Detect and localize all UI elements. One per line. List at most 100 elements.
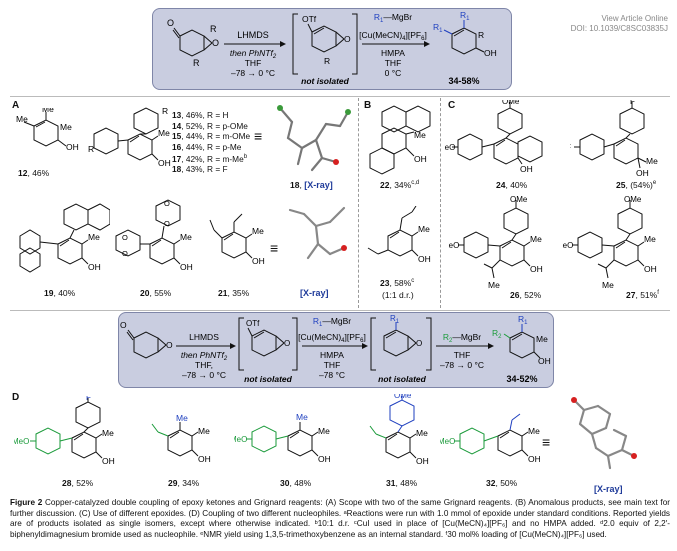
svg-text:OH: OH	[88, 262, 101, 272]
caption-text: Copper-catalyzed double coupling of epox…	[10, 498, 670, 539]
compound-21-label: 21, 35%	[218, 288, 250, 298]
panel-a-label: A	[12, 100, 20, 111]
then-phntf2-label: then PhNTf2	[230, 48, 277, 60]
product-r1-left: R1	[433, 22, 443, 34]
svg-text:MeO: MeO	[562, 241, 573, 250]
svg-text:Me: Me	[180, 232, 192, 242]
product-r-label: R	[478, 30, 484, 40]
equiv-sign-a: ≡	[254, 128, 262, 144]
svg-text:OH: OH	[530, 264, 543, 274]
svg-text:MeO: MeO	[440, 437, 455, 446]
svg-text:OH: OH	[198, 454, 211, 464]
compound-23-label: 23, 58%c	[380, 278, 415, 288]
svg-text:LHMDS: LHMDS	[189, 332, 219, 342]
compound-25-structure: F F Me OH	[570, 100, 658, 178]
svg-text:R2: R2	[492, 328, 502, 340]
svg-text:not isolated: not isolated	[378, 374, 427, 384]
compound-30-structure: Me MeO Me OH	[234, 412, 330, 464]
svg-text:Me: Me	[644, 234, 656, 244]
svg-text:OH: OH	[538, 356, 551, 366]
compound-31-structure: OMe Me OH	[369, 394, 429, 466]
separator-ab	[358, 98, 359, 308]
not-isolated-label-top: not isolated	[301, 76, 350, 86]
svg-text:F: F	[630, 100, 635, 106]
intermediate-r-label: R	[324, 56, 330, 66]
thf-label-top: THF	[385, 58, 402, 68]
compound-19-label: 19, 40%	[44, 288, 76, 298]
compound-23-structure: Me OH	[367, 206, 431, 264]
svg-text:R1: R1	[390, 314, 400, 325]
svg-text:R1: R1	[518, 314, 528, 326]
separator-bc	[440, 98, 441, 308]
svg-text:R: R	[162, 106, 168, 116]
r-label-2: R	[210, 24, 217, 34]
svg-text:Me: Me	[16, 114, 28, 124]
svg-text:OMe: OMe	[502, 100, 520, 106]
cu-catalyst-label-top: [Cu(MeCN)4][PF6]	[359, 30, 427, 42]
list-item: 16, 44%, R = p-Me	[172, 141, 242, 152]
panel-d-label: D	[12, 392, 20, 403]
svg-text:OH: OH	[252, 256, 265, 266]
separator-top	[10, 96, 670, 97]
r-group-list: 13, 46%, R = H 14, 52%, R = p-OMe 15, 44…	[172, 110, 250, 175]
compound-29-structure: Me Me OH	[151, 413, 211, 464]
svg-text:O: O	[120, 320, 127, 330]
epoxide-o-label: O	[212, 38, 219, 48]
svg-text:then PhNTf2: then PhNTf2	[181, 350, 228, 362]
temp-label-1: –78 → 0 °C	[231, 68, 275, 78]
svg-text:MeO: MeO	[14, 437, 29, 446]
svg-text:O: O	[284, 339, 290, 348]
thf-label-1: THF	[245, 58, 262, 68]
svg-text:Me: Me	[602, 280, 614, 288]
svg-text:Me: Me	[418, 224, 430, 234]
svg-text:O: O	[166, 340, 173, 350]
xray-21-structure	[288, 206, 347, 260]
svg-text:Me: Me	[60, 122, 72, 132]
svg-text:O: O	[164, 219, 170, 228]
svg-text:Me: Me	[536, 334, 548, 344]
svg-text:MeO: MeO	[444, 143, 455, 152]
xray-32-structure	[571, 397, 637, 470]
xray-18-label: 18, [X-ray]	[290, 180, 333, 190]
svg-text:OH: OH	[644, 264, 657, 274]
svg-text:Me: Me	[88, 232, 100, 242]
intermediate-o-label: O	[344, 34, 351, 44]
list-item: 17, 42%, R = m-Meb	[172, 153, 248, 164]
svg-text:THF,: THF,	[195, 360, 213, 370]
separator-mid	[10, 310, 670, 311]
product-r1-top: R1	[460, 10, 470, 22]
svg-text:MeO: MeO	[234, 435, 247, 444]
compound-13-18-structure: R R Me OH	[88, 106, 171, 168]
compound-32-structure: MeO Me OH	[440, 413, 540, 464]
compound-21-structure: Me OH	[209, 213, 265, 266]
svg-text:OH: OH	[416, 456, 429, 466]
article-header: View Article Online DOI: 10.1039/C8SC038…	[540, 14, 668, 34]
svg-text:Me: Me	[176, 413, 188, 423]
svg-text:not isolated: not isolated	[244, 374, 293, 384]
compound-22-label: 22, 34%c,d	[380, 180, 420, 190]
mid-scheme-drawing: O O LHMDS then PhNTf2 THF, –78 → 0 °C O T…	[120, 314, 551, 384]
svg-text:–78 → 0 °C: –78 → 0 °C	[182, 370, 226, 380]
top-scheme-box	[152, 8, 512, 90]
svg-text:O: O	[164, 199, 170, 208]
list-item: 18, 43%, R = F	[172, 164, 228, 175]
svg-text:–78 °C: –78 °C	[319, 370, 345, 380]
compound-27-structure: OMe MeO Me OH Me	[562, 196, 657, 288]
svg-text:THF: THF	[324, 360, 341, 370]
panel-c-label: C	[448, 100, 456, 111]
svg-text:O: O	[122, 249, 128, 258]
svg-text:OH: OH	[102, 456, 115, 466]
svg-text:F: F	[570, 143, 571, 152]
svg-text:Me: Me	[252, 226, 264, 236]
svg-text:Me: Me	[42, 108, 54, 114]
svg-text:34-52%: 34-52%	[506, 374, 537, 384]
svg-text:OH: OH	[528, 454, 540, 464]
svg-text:Me: Me	[528, 426, 540, 436]
view-article-link[interactable]: View Article Online	[601, 14, 668, 23]
svg-text:–78 → 0 °C: –78 → 0 °C	[440, 360, 484, 370]
svg-text:Me: Me	[646, 156, 658, 166]
svg-text:OH: OH	[180, 262, 193, 272]
compound-19-structure: Me OH	[19, 203, 110, 273]
compound-25-label: 25, (54%)e	[616, 180, 657, 190]
epoxy-ketone-structure	[172, 27, 213, 57]
